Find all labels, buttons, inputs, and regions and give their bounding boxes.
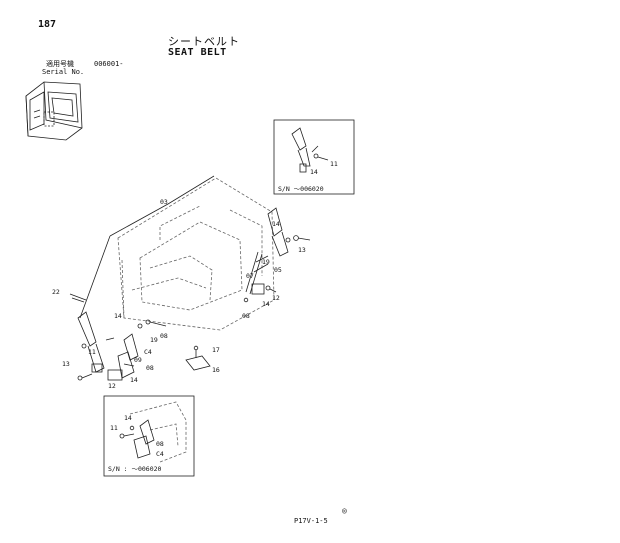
callout-c4-inset-bottom: C4 xyxy=(156,450,164,458)
callout-14-inset-top: 14 xyxy=(310,168,318,176)
callout-12-left: 12 xyxy=(108,382,116,390)
inset-frame-bottom-left xyxy=(103,395,195,477)
callout-16: 16 xyxy=(212,366,220,374)
callout-08-center: 08 xyxy=(160,332,168,340)
serial-range: 006001- xyxy=(94,60,124,68)
callout-14-lower: 14 xyxy=(130,376,138,384)
callout-22: 22 xyxy=(52,288,60,296)
callout-07: 07 xyxy=(246,272,254,280)
inset-top-right-belt xyxy=(291,127,329,173)
serial-label-japanese: 適用号機 xyxy=(46,60,74,68)
callout-13-left: 13 xyxy=(62,360,70,368)
callout-13-right: 13 xyxy=(298,246,306,254)
callout-19-center: 19 xyxy=(150,336,158,344)
center-buckle-assembly xyxy=(107,319,167,381)
callout-17: 17 xyxy=(212,346,220,354)
title-japanese: シートベルト xyxy=(168,35,240,48)
left-belt-assembly xyxy=(77,311,115,381)
right-belt-assembly xyxy=(243,207,311,303)
callout-12-right: 12 xyxy=(272,294,280,302)
callout-11-inset-top: 11 xyxy=(330,160,338,168)
callout-14-inset-bottom: 14 xyxy=(124,414,132,422)
callout-14-right: 14 xyxy=(272,220,280,228)
callout-08-inset-bottom: 08 xyxy=(156,440,164,448)
serial-label-english: Serial No. xyxy=(42,68,85,76)
page-mark: ◎ xyxy=(342,506,347,515)
inset-bottom-serial: S/N : ～006020 xyxy=(108,465,162,473)
page-number: 187 xyxy=(38,19,57,30)
callout-03: 03 xyxy=(160,198,168,206)
cab-thumbnail xyxy=(25,81,83,141)
callout-08-right: 08 xyxy=(242,312,250,320)
bracket-16 xyxy=(185,345,211,371)
callout-05: 05 xyxy=(274,266,282,274)
callout-11-left: 11 xyxy=(88,348,96,356)
part-22 xyxy=(69,293,87,303)
title-english: SEAT BELT xyxy=(168,47,227,58)
callout-09: 09 xyxy=(134,356,142,364)
callout-08-lower: 08 xyxy=(146,364,154,372)
cab-frame-outline xyxy=(117,177,275,331)
leader-03-down xyxy=(79,235,111,319)
callout-11-inset-bottom: 11 xyxy=(110,424,118,432)
inset-bottom-left-outline xyxy=(129,401,187,463)
page-code: P17V-1-5 xyxy=(294,517,328,525)
inset-bottom-left-buckle xyxy=(119,419,155,459)
inset-top-serial: S/N ～006020 xyxy=(278,185,324,193)
callout-c4: C4 xyxy=(144,348,152,356)
callout-14-lower-right: 14 xyxy=(262,300,270,308)
callout-14-center: 14 xyxy=(114,312,122,320)
callout-19-right: 19 xyxy=(262,258,270,266)
inset-frame-top-right xyxy=(273,119,355,195)
leader-03 xyxy=(109,175,215,237)
